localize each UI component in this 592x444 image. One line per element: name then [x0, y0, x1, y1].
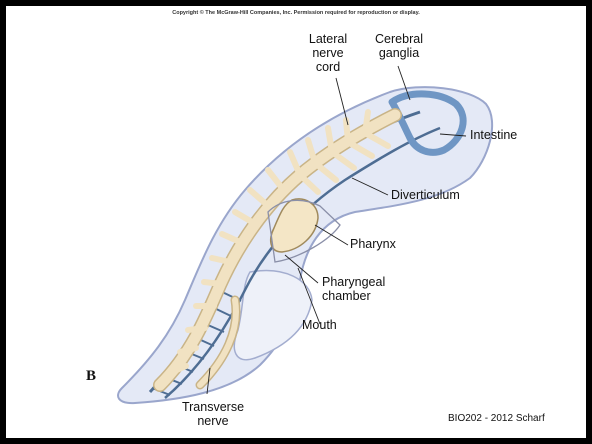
pharyngeal-flap	[234, 271, 312, 360]
footer-credit: BIO202 - 2012 Scharf	[448, 413, 545, 424]
label-transverse-nerve: Transverse nerve	[178, 400, 248, 428]
body-outline	[118, 87, 492, 403]
figure-letter: B	[86, 368, 96, 385]
label-mouth: Mouth	[302, 318, 337, 332]
label-lateral-nerve-cord: Lateral nerve cord	[296, 32, 360, 74]
label-intestine: Intestine	[470, 128, 517, 142]
label-pharyngeal-chamber: Pharyngeal chamber	[322, 275, 385, 303]
label-diverticulum: Diverticulum	[391, 188, 460, 202]
label-pharynx: Pharynx	[350, 237, 396, 251]
label-cerebral-ganglia: Cerebral ganglia	[364, 32, 434, 60]
